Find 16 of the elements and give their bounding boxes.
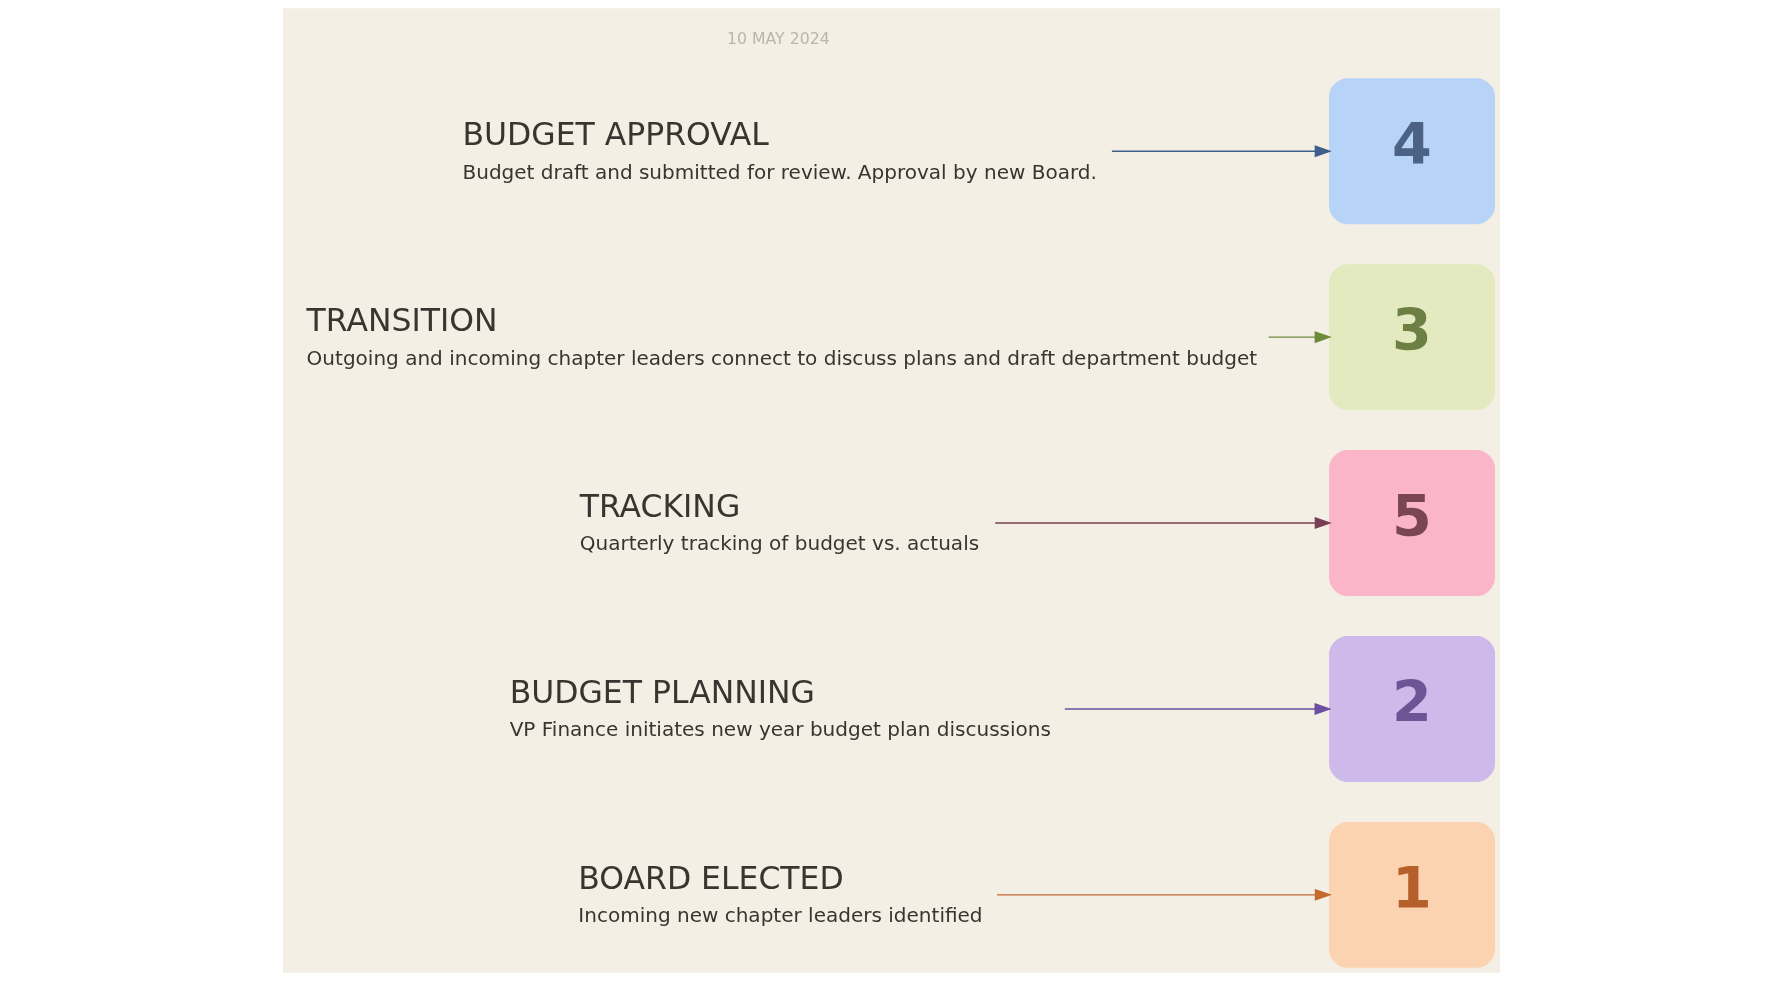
arrow <box>994 517 1332 530</box>
label: 10 MAY 2024 <box>727 28 830 48</box>
node-box: 5 <box>1329 450 1495 596</box>
arrow <box>1111 145 1332 158</box>
node-box: 3 <box>1329 264 1495 411</box>
node-text: TRACKING Quarterly tracking of budget vs. actuals <box>579 487 980 556</box>
node-text: TRANSITION Outgoing and incoming chapter leaders connect to discuss plans and draft department budget <box>306 301 1258 370</box>
node-box: 1 <box>1329 821 1495 968</box>
node-text: BUDGET PLANNING VP Finance initiates new year budget plan discussions <box>509 673 1051 742</box>
node-text: BUDGET APPROVAL Budget draft and submitted for review. Approval by new Board. <box>462 115 1097 184</box>
arrow <box>1268 331 1332 344</box>
node-box: 2 <box>1329 636 1495 782</box>
node-box: 4 <box>1329 78 1495 225</box>
arrow <box>1064 702 1332 715</box>
node-text: BOARD ELECTED Incoming new chapter leaders identified <box>578 859 983 928</box>
arrow <box>996 888 1332 901</box>
